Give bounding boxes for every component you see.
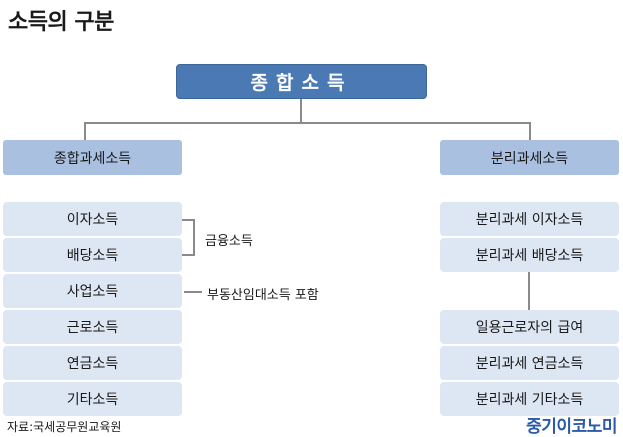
business-income-note: 부동산임대소득 포함 [207, 288, 319, 303]
category-comprehensive: 종합과세소득 [3, 140, 182, 175]
right-item-daily-wage: 일용근로자의 급여 [440, 310, 619, 344]
left-item-other: 기타소득 [3, 382, 182, 416]
business-note-line [184, 291, 202, 293]
financial-bracket-bottom [182, 254, 194, 256]
left-item-labor: 근로소득 [3, 310, 182, 344]
left-branch-line [84, 122, 86, 140]
financial-bracket-top [182, 219, 194, 221]
right-item-other: 분리과세 기타소득 [440, 382, 619, 416]
right-item-dividend: 분리과세 배당소득 [440, 238, 619, 272]
left-item-pension: 연금소득 [3, 346, 182, 380]
source-caption: 자료:국세공무원교육원 [7, 420, 122, 434]
right-item-pension: 분리과세 연금소득 [440, 346, 619, 380]
page-title: 소득의 구분 [8, 10, 114, 35]
left-item-dividend: 배당소득 [3, 238, 182, 272]
financial-income-note: 금융소득 [205, 234, 253, 249]
financial-bracket-vertical [193, 219, 195, 256]
right-column-line [528, 272, 530, 310]
publisher-logo: 중기이코노미 [526, 417, 617, 437]
root-node: 종합소득 [176, 64, 427, 99]
root-stem-line [300, 99, 302, 123]
right-item-interest: 분리과세 이자소득 [440, 202, 619, 236]
branch-horizontal-line [84, 122, 531, 124]
right-branch-line [529, 122, 531, 140]
category-separate: 분리과세소득 [440, 140, 619, 175]
left-item-interest: 이자소득 [3, 202, 182, 236]
left-item-business: 사업소득 [3, 274, 182, 308]
